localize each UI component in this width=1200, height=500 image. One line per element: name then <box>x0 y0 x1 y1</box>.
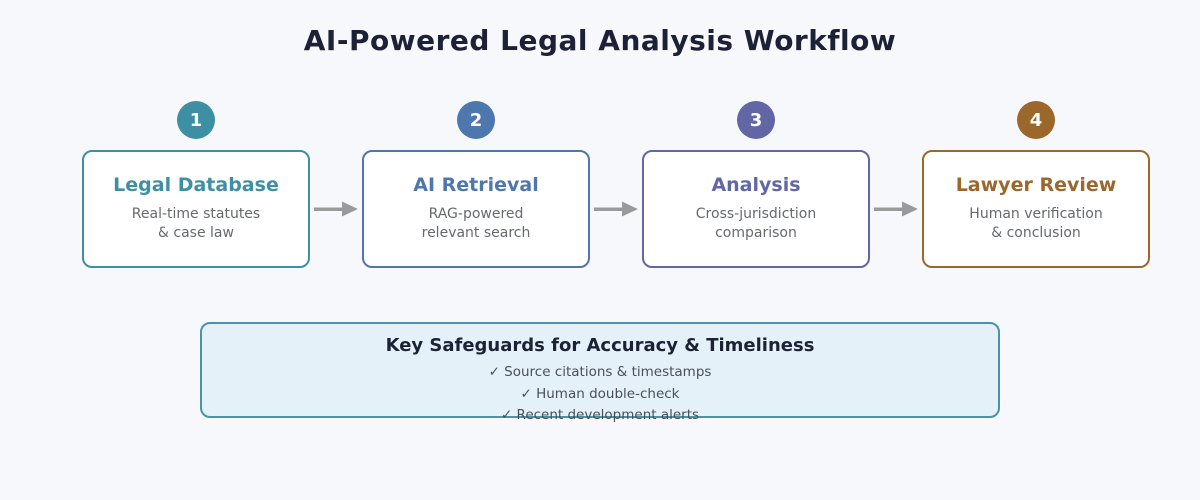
step-description-line: & case law <box>158 225 234 241</box>
arrow-cell <box>310 201 362 217</box>
safeguards-title: Key Safeguards for Accuracy & Timeliness <box>385 335 815 356</box>
step-description-line: Real-time statutes <box>131 206 261 222</box>
step-analysis: 3 Analysis Cross-jurisdiction comparison <box>642 101 870 268</box>
safeguard-item: ✓ Recent development alerts <box>500 407 700 423</box>
right-arrow-icon <box>874 201 918 217</box>
step-title: AI Retrieval <box>413 174 539 196</box>
step-lawyer-review: 4 Lawyer Review Human verification & con… <box>922 101 1150 268</box>
right-arrow-icon <box>594 201 638 217</box>
step-description-line: Cross-jurisdiction <box>695 206 817 222</box>
step-number-badge: 2 <box>457 101 495 139</box>
step-number: 4 <box>1029 109 1043 131</box>
workflow-steps-row: 1 Legal Database Real-time statutes & ca… <box>82 101 1150 268</box>
step-ai-retrieval: 2 AI Retrieval RAG-powered relevant sear… <box>362 101 590 268</box>
step-description-line: RAG-powered <box>428 206 524 222</box>
step-title: Lawyer Review <box>955 174 1117 196</box>
step-number-badge: 3 <box>737 101 775 139</box>
step-box: AI Retrieval RAG-powered relevant search <box>362 150 590 268</box>
arrow-cell <box>590 201 642 217</box>
step-number: 2 <box>469 109 483 131</box>
step-box: Analysis Cross-jurisdiction comparison <box>642 150 870 268</box>
safeguard-item: ✓ Source citations & timestamps <box>488 364 712 380</box>
step-description: Cross-jurisdiction comparison <box>696 205 816 243</box>
step-description-line: comparison <box>715 225 797 241</box>
step-number-badge: 1 <box>177 101 215 139</box>
step-description-line: Human verification <box>969 206 1103 222</box>
step-number: 1 <box>189 109 203 131</box>
step-number: 3 <box>749 109 763 131</box>
step-description-line: relevant search <box>421 225 531 241</box>
step-number-badge: 4 <box>1017 101 1055 139</box>
step-description-line: & conclusion <box>991 225 1081 241</box>
step-description: Real-time statutes & case law <box>132 205 260 243</box>
step-box: Lawyer Review Human verification & concl… <box>922 150 1150 268</box>
arrow-cell <box>870 201 922 217</box>
step-box: Legal Database Real-time statutes & case… <box>82 150 310 268</box>
safeguard-item: ✓ Human double-check <box>520 385 680 402</box>
right-arrow-icon <box>314 201 358 217</box>
page-title: AI-Powered Legal Analysis Workflow <box>303 24 897 57</box>
step-legal-database: 1 Legal Database Real-time statutes & ca… <box>82 101 310 268</box>
step-title: Legal Database <box>113 174 279 196</box>
safeguards-panel: Key Safeguards for Accuracy & Timeliness… <box>200 322 1000 423</box>
step-description: Human verification & conclusion <box>969 205 1102 243</box>
step-title: Analysis <box>711 174 801 196</box>
step-description: RAG-powered relevant search <box>422 205 531 243</box>
